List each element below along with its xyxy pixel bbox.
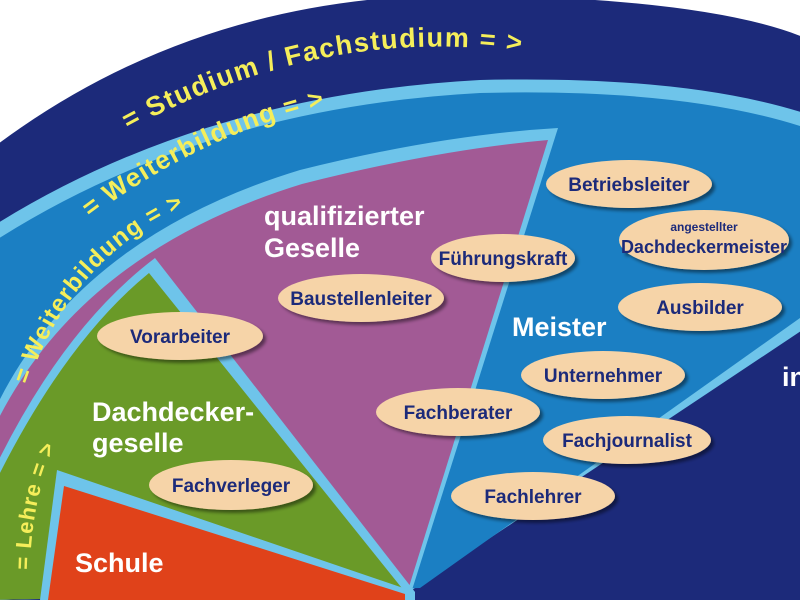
role-angestellter-dachdeckermeister: angestellter Dachdeckermeister bbox=[619, 210, 789, 270]
role-label: Vorarbeiter bbox=[130, 327, 231, 348]
meister-title: Meister bbox=[512, 312, 607, 342]
role-label-small: angestellter bbox=[670, 220, 738, 234]
role-label: Fachlehrer bbox=[484, 487, 582, 508]
role-fachlehrer: Fachlehrer bbox=[451, 472, 615, 520]
role-label: Ausbilder bbox=[656, 298, 744, 319]
role-unternehmer: Unternehmer bbox=[521, 351, 685, 399]
role-label: Baustellenleiter bbox=[290, 289, 432, 310]
role-fuehrungskraft: Führungskraft bbox=[431, 234, 575, 282]
role-fachverleger: Fachverleger bbox=[149, 460, 313, 510]
role-label: Dachdeckermeister bbox=[621, 237, 787, 257]
role-label: Fachverleger bbox=[172, 476, 291, 497]
schule-title: Schule bbox=[75, 548, 164, 578]
role-label: Unternehmer bbox=[544, 366, 663, 387]
role-label: Führungskraft bbox=[439, 249, 568, 270]
role-fachberater: Fachberater bbox=[376, 388, 540, 436]
outer-partial-title: in bbox=[782, 362, 800, 392]
role-ausbilder: Ausbilder bbox=[618, 283, 782, 331]
schule-sector bbox=[48, 486, 405, 600]
geselle-title-line1: Dachdecker- bbox=[92, 397, 254, 427]
qualifiziert-title-line2: Geselle bbox=[264, 233, 360, 263]
role-label: Fachberater bbox=[404, 403, 513, 424]
geselle-title-line2: geselle bbox=[92, 428, 184, 458]
role-baustellenleiter: Baustellenleiter bbox=[278, 274, 444, 322]
qualifiziert-title-line1: qualifizierter bbox=[264, 201, 425, 231]
role-vorarbeiter: Vorarbeiter bbox=[97, 312, 263, 360]
role-betriebsleiter: Betriebsleiter bbox=[546, 160, 712, 208]
role-label: Fachjournalist bbox=[562, 431, 693, 452]
role-label: Betriebsleiter bbox=[568, 175, 690, 196]
role-fachjournalist: Fachjournalist bbox=[543, 416, 711, 464]
